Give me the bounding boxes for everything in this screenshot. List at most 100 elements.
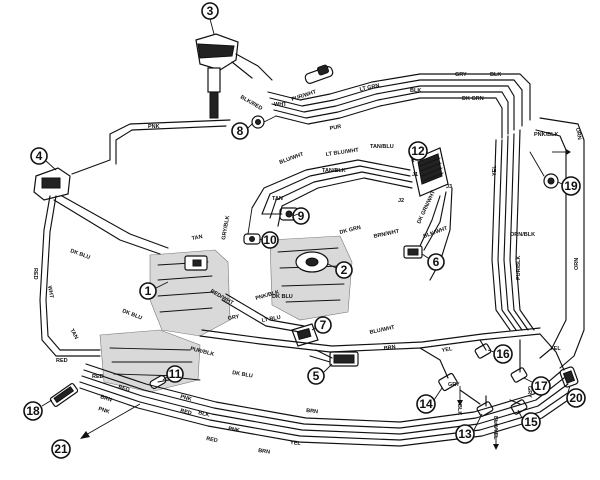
callout-number: 18	[26, 404, 40, 418]
component-1	[184, 255, 208, 271]
callout-11: 11	[166, 365, 184, 383]
wire-label: TAN/BLU	[370, 144, 394, 150]
wire-label: ORN/BLK	[510, 232, 535, 238]
wire-label: RED	[206, 436, 219, 444]
wire-label: DK BLU	[121, 308, 143, 321]
wire-label: PUR/BLK	[516, 256, 522, 280]
connector-17	[510, 367, 528, 383]
component-5	[329, 351, 359, 367]
callout-number: 9	[298, 209, 305, 223]
wire-label: BRN	[99, 394, 112, 403]
wire-label: BLK/YEL	[492, 416, 498, 440]
component-6	[403, 245, 423, 259]
callout-13: 13	[455, 424, 475, 444]
callout-17: 17	[531, 376, 551, 396]
wire-label: GRY	[526, 386, 532, 398]
callout-number: 15	[524, 415, 538, 429]
wire-label: RED	[56, 358, 68, 364]
callout-12: 12	[408, 141, 428, 161]
component-7	[291, 323, 319, 347]
wire-label: RED	[92, 374, 104, 380]
wire-label: YEL	[441, 346, 453, 354]
wire-label: BRN	[258, 448, 271, 456]
callout-4: 4	[30, 147, 48, 165]
callout-number: 20	[569, 391, 583, 405]
wire-label: GRY/BLK	[221, 215, 231, 240]
callout-number: 3	[207, 4, 214, 18]
wire-label: J3	[446, 184, 452, 190]
wire-label: LT BLU	[261, 315, 281, 324]
callout-18: 18	[23, 401, 43, 421]
callout-number: 2	[341, 263, 348, 277]
wire-label: RED	[32, 268, 38, 280]
callout-8: 8	[231, 122, 249, 140]
callout-number: 6	[433, 255, 440, 269]
callout-number: 14	[419, 397, 433, 411]
callout-20: 20	[566, 388, 586, 408]
callouts: 3 4 8 12 19 9 10 2 1 6 7	[23, 2, 586, 459]
wire-label: BLK/RED	[239, 95, 263, 112]
distributor	[195, 33, 273, 119]
wire-label: BRN	[306, 408, 319, 415]
connector-14	[438, 372, 458, 392]
callout-number: 8	[237, 124, 244, 138]
wire-label: LT GRN	[359, 83, 380, 93]
callout-2: 2	[335, 261, 353, 279]
arrows	[80, 149, 571, 450]
wire-label: BLK	[198, 410, 210, 419]
callout-number: 17	[534, 379, 548, 393]
wire-label: BRN	[383, 344, 396, 352]
wire-label: RED	[180, 408, 193, 417]
wire-label: BRN/WHT	[373, 229, 400, 240]
wire-label: YEL	[550, 346, 561, 352]
wire-label: J1	[412, 172, 418, 178]
wire-label: PNK/BLK	[534, 132, 558, 138]
callout-number: 19	[564, 179, 578, 193]
wire-label: DK BLU	[232, 370, 254, 380]
callout-1: 1	[139, 282, 157, 300]
callout-5: 5	[307, 367, 325, 385]
wire-label: PNK	[180, 394, 193, 403]
callout-number: 7	[320, 318, 327, 332]
wire-label: PNK	[148, 124, 160, 130]
ignition-coil-connector	[304, 64, 334, 84]
callout-number: 13	[458, 427, 472, 441]
wire-label: WHT	[46, 285, 54, 299]
callout-number: 1	[145, 284, 152, 298]
callout-15: 15	[521, 412, 541, 432]
callout-number: 5	[313, 369, 320, 383]
wire-label: DK GRN	[462, 96, 484, 102]
wire-label: PNK	[228, 426, 241, 434]
wire-label: RED	[117, 384, 130, 393]
wire-label: J2	[398, 198, 404, 204]
callout-number: 16	[496, 347, 510, 361]
callout-9: 9	[292, 207, 310, 225]
callout-3: 3	[201, 2, 219, 20]
wire-label: BLU/WHT	[279, 151, 305, 166]
wire-label: PUR/WHT	[291, 89, 318, 103]
wire-label: DK BLU	[69, 248, 91, 261]
ignition-module	[33, 167, 71, 201]
wire-label: GRY	[448, 382, 460, 388]
connector-18	[49, 383, 79, 407]
wire-label: WHT	[274, 102, 287, 108]
wire-label: TAN	[272, 196, 283, 202]
wire-label: YEL	[290, 440, 302, 447]
wire-label: BLK/WHT	[423, 225, 449, 240]
callout-leaders	[41, 18, 571, 431]
sensor-10	[243, 233, 261, 245]
callout-number: 11	[169, 367, 182, 381]
wire-label: LT BLU/WHT	[325, 147, 359, 158]
callout-10: 10	[261, 231, 279, 249]
wire-label: ORN	[574, 258, 580, 270]
wire-label: PUR/BLK	[190, 346, 215, 358]
sender-8	[251, 115, 265, 129]
wire-label: TAN/BLK	[322, 168, 346, 174]
connector-16	[474, 343, 492, 359]
wire-label: BLK	[456, 404, 462, 415]
callout-6: 6	[427, 253, 445, 271]
wire-label: TAN	[68, 328, 79, 340]
callout-16: 16	[493, 344, 513, 364]
callout-7: 7	[314, 316, 332, 334]
